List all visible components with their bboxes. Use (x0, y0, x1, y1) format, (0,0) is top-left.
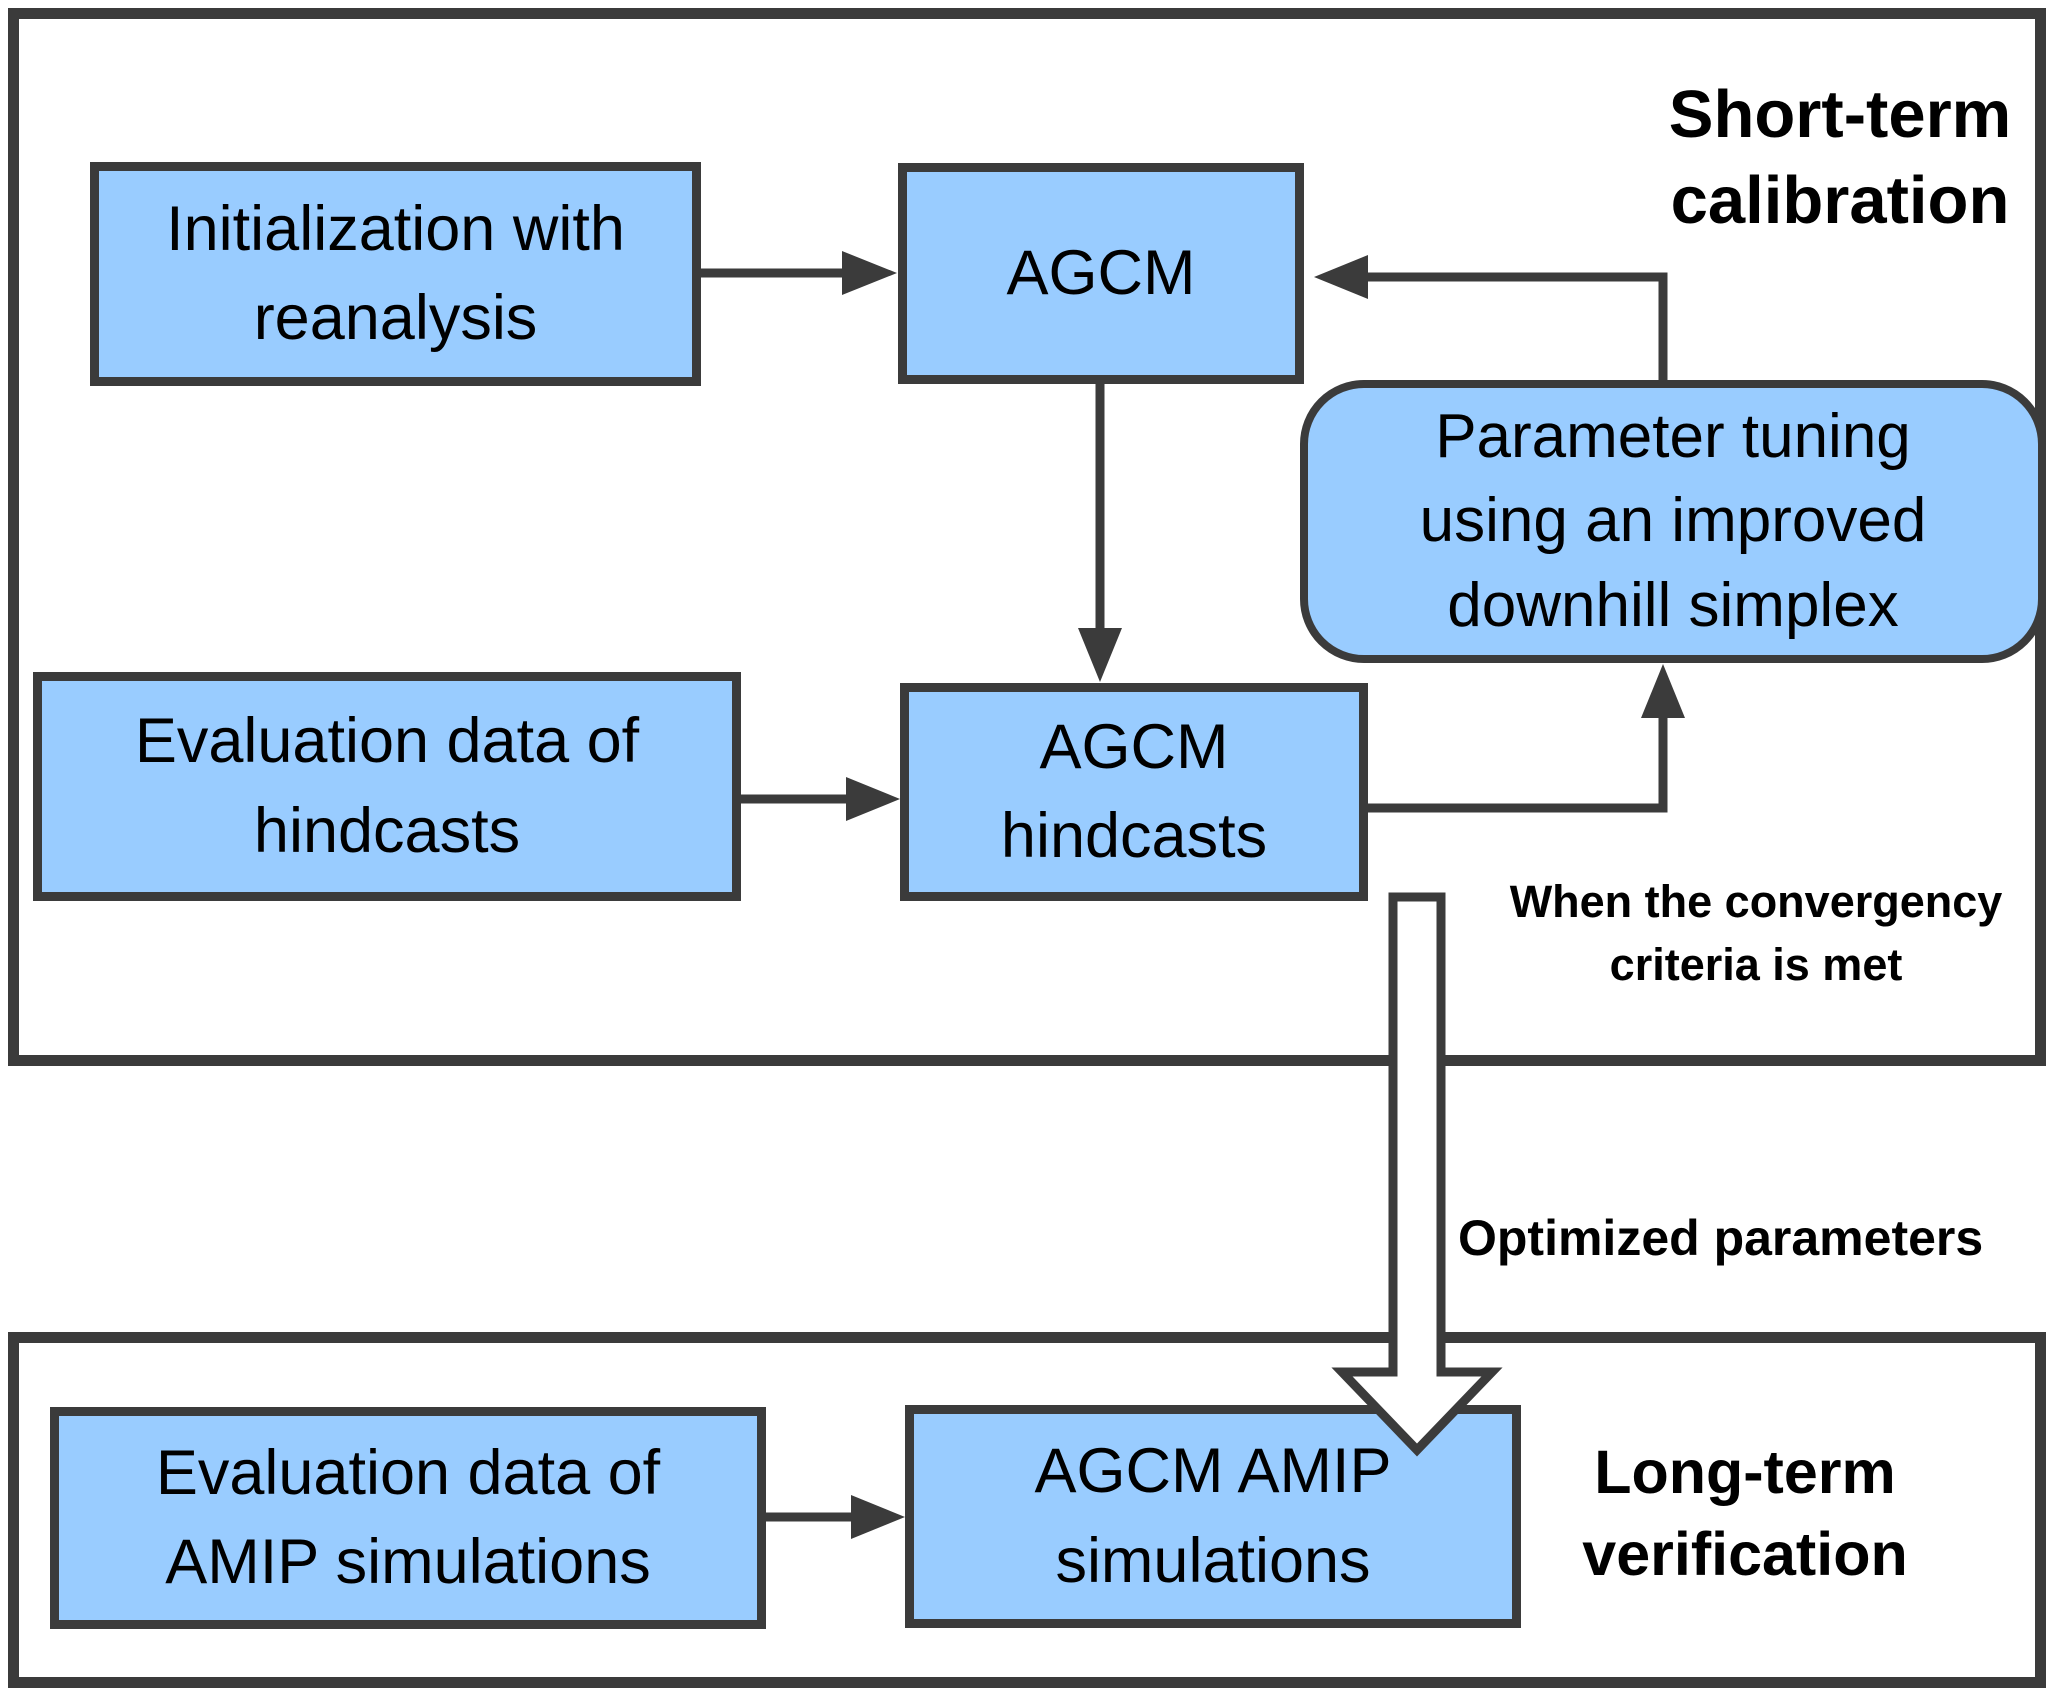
short-term-calibration-label: Short-term calibration (1668, 77, 2012, 238)
long-term-verification-label: Long-term verification (1582, 1438, 1908, 1588)
node-evaluation-data-of-amip-simulations: Evaluation data of AMIP simulations (50, 1407, 766, 1629)
node-agcm-hindcasts-label: AGCM hindcasts (1000, 711, 1268, 871)
node-initialization-label: Initialization with reanalysis (166, 193, 625, 353)
node-evaluation-hindcasts-label: Evaluation data of hindcasts (134, 706, 640, 866)
node-agcm-label: AGCM (1006, 237, 1196, 308)
node-agcm-hindcasts: AGCM hindcasts (900, 683, 1368, 901)
optimized-parameters-annotation: Optimized parameters (1458, 1210, 1984, 1266)
node-evaluation-amip-label: Evaluation data of AMIP simulations (155, 1437, 661, 1597)
node-agcm-amip-simulations: AGCM AMIP simulations (905, 1405, 1521, 1628)
node-agcm-amip-label: AGCM AMIP simulations (1034, 1436, 1392, 1596)
long-term-verification-section-frame (8, 1332, 2046, 1688)
convergency-criteria-annotation: When the convergency criteria is met (1509, 876, 2003, 990)
node-evaluation-data-of-hindcasts: Evaluation data of hindcasts (33, 672, 741, 901)
node-initialization-with-reanalysis: Initialization with reanalysis (90, 162, 701, 386)
node-agcm: AGCM (898, 163, 1304, 384)
node-parameter-tuning-label: Parameter tuning using an improved downh… (1419, 402, 1927, 640)
node-parameter-tuning-downhill-simplex: Parameter tuning using an improved downh… (1300, 380, 2046, 663)
